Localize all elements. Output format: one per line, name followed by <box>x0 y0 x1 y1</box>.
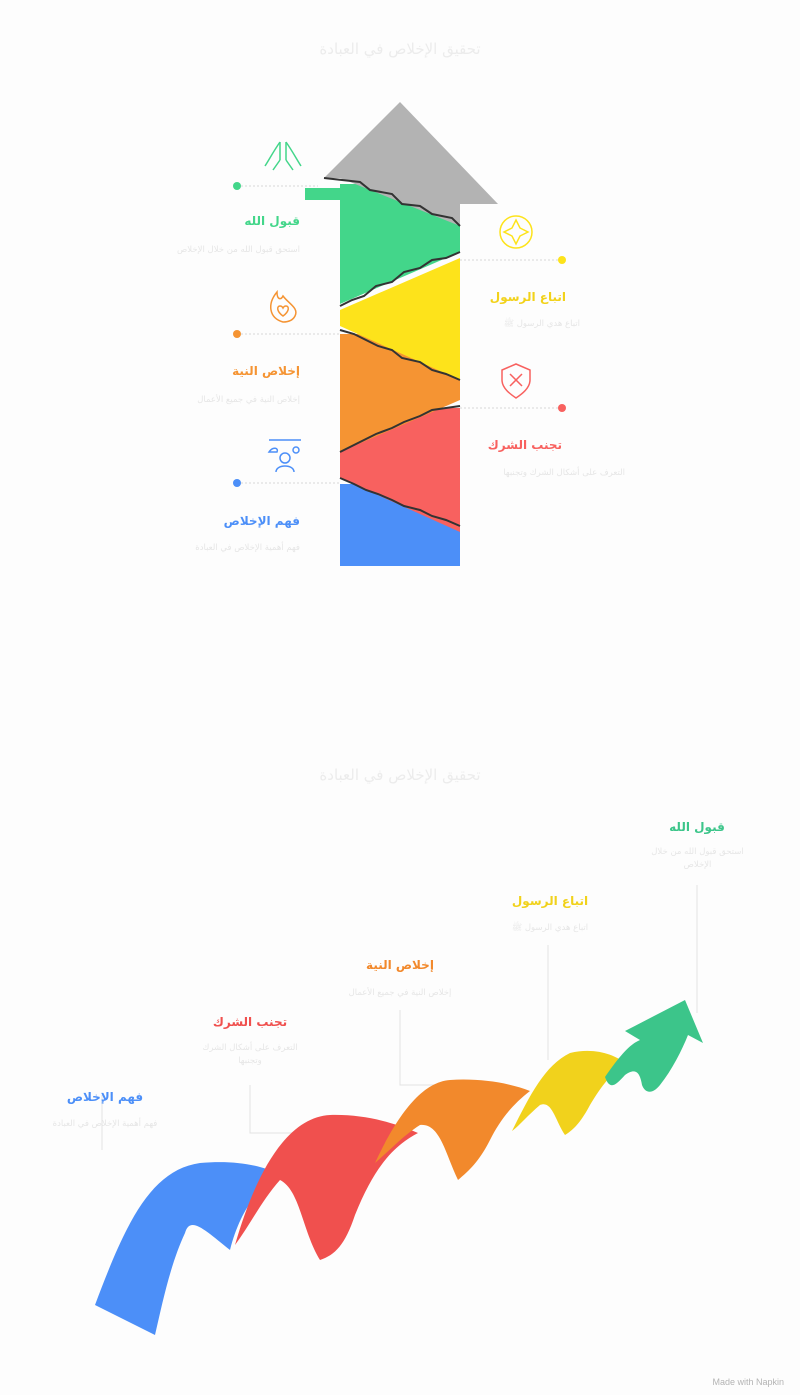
staircase-arrow-diagram <box>233 102 566 566</box>
dot-acceptance <box>233 182 241 190</box>
step-block-acceptance <box>305 184 460 304</box>
step-label-understanding: فهم الإخلاص <box>223 514 300 528</box>
ribbon-segment-sincere-intention <box>375 1079 530 1180</box>
diagram2-title: تحقيق الإخلاص في العبادة <box>319 766 481 784</box>
dot-understanding <box>233 479 241 487</box>
ribbon-segment-avoid-shirk <box>235 1114 418 1260</box>
step-label-acceptance: قبول الله <box>244 214 300 228</box>
shield-x-icon <box>501 363 531 399</box>
step-label-avoid-shirk: تجنب الشرك <box>487 438 562 452</box>
step2-desc-sincere-intention: إخلاص النية في جميع الأعمال <box>348 988 452 998</box>
step-label-sincere-intention: إخلاص النية <box>232 364 300 378</box>
step2-desc-follow-prophet: اتباع هدي الرسول ﷺ <box>511 923 589 933</box>
ribbon-segment-follow-prophet <box>512 1050 625 1135</box>
step-desc-understanding: فهم أهمية الإخلاص في العبادة <box>195 543 300 553</box>
praying-hands-icon <box>264 141 302 171</box>
person-insight-icon <box>267 439 301 473</box>
step2-label-avoid-shirk: تجنب الشرك <box>212 1015 288 1029</box>
step2-desc-acceptance: استحق قبول الله من خلال الإخلاص <box>651 847 744 870</box>
step2-label-sincere-intention: إخلاص النية <box>366 958 434 972</box>
heart-flame-icon <box>270 289 297 323</box>
step2-label-follow-prophet: اتباع الرسول <box>511 894 589 908</box>
arrow-head <box>324 102 498 226</box>
step2-label-understanding: فهم الإخلاص <box>66 1090 144 1104</box>
step2-label-acceptance: قبول الله <box>669 820 725 834</box>
step-label-follow-prophet: اتباع الرسول <box>489 290 566 304</box>
step-block-follow-prophet <box>340 258 460 380</box>
diagram1-title: تحقيق الإخلاص في العبادة <box>319 40 481 58</box>
made-with-napkin-footer[interactable]: Made with Napkin <box>712 1377 784 1387</box>
step-desc-sincere-intention: إخلاص النية في جميع الأعمال <box>197 395 300 405</box>
ribbon-arrow-diagram <box>95 885 703 1335</box>
dot-sincere-intention <box>233 330 241 338</box>
step-desc-avoid-shirk: التعرف على أشكال الشرك وتجنبها <box>503 468 625 478</box>
ribbon-segment-understanding <box>95 1162 280 1335</box>
step2-desc-avoid-shirk: التعرف على أشكال الشرك وتجنبها <box>202 1043 298 1066</box>
dot-follow-prophet <box>558 256 566 264</box>
ribbon-segment-acceptance <box>605 1000 703 1092</box>
dot-avoid-shirk <box>558 404 566 412</box>
step2-desc-understanding: فهم أهمية الإخلاص في العبادة <box>52 1119 158 1129</box>
compass-star-icon <box>499 215 533 249</box>
step-desc-follow-prophet: اتباع هدي الرسول ﷺ <box>503 319 580 329</box>
step-desc-acceptance: استحق قبول الله من خلال الإخلاص <box>177 245 300 255</box>
